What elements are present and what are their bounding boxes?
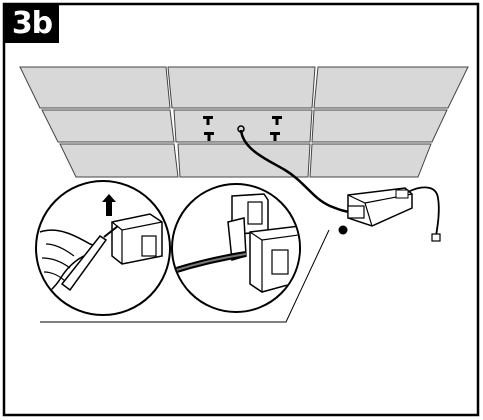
detail-circle-insert-cable	[171, 183, 301, 313]
ceiling-tile	[177, 143, 311, 178]
callout-dot	[338, 225, 348, 235]
step-label: 3b	[5, 5, 59, 43]
outer-border	[2, 2, 480, 417]
detail-circle-open-clamp	[35, 180, 171, 316]
ceiling-tile	[167, 66, 316, 109]
ceiling-tile	[313, 66, 469, 109]
callout-leader	[40, 229, 330, 323]
ceiling-tile-grid	[19, 66, 469, 178]
ceiling-tile	[41, 109, 175, 143]
cable-outlet	[237, 125, 245, 133]
up-arrow-icon	[102, 194, 116, 216]
output-cable	[407, 186, 440, 237]
ceiling-tile	[309, 143, 432, 178]
mounting-screw-icon	[203, 116, 282, 141]
output-connector	[431, 233, 441, 242]
power-cable	[239, 129, 353, 214]
ceiling-tile	[59, 143, 179, 178]
cable-clamp	[347, 205, 365, 219]
ceiling-tile	[19, 66, 171, 109]
ceiling-tile	[311, 109, 448, 143]
led-driver-box	[347, 187, 413, 227]
